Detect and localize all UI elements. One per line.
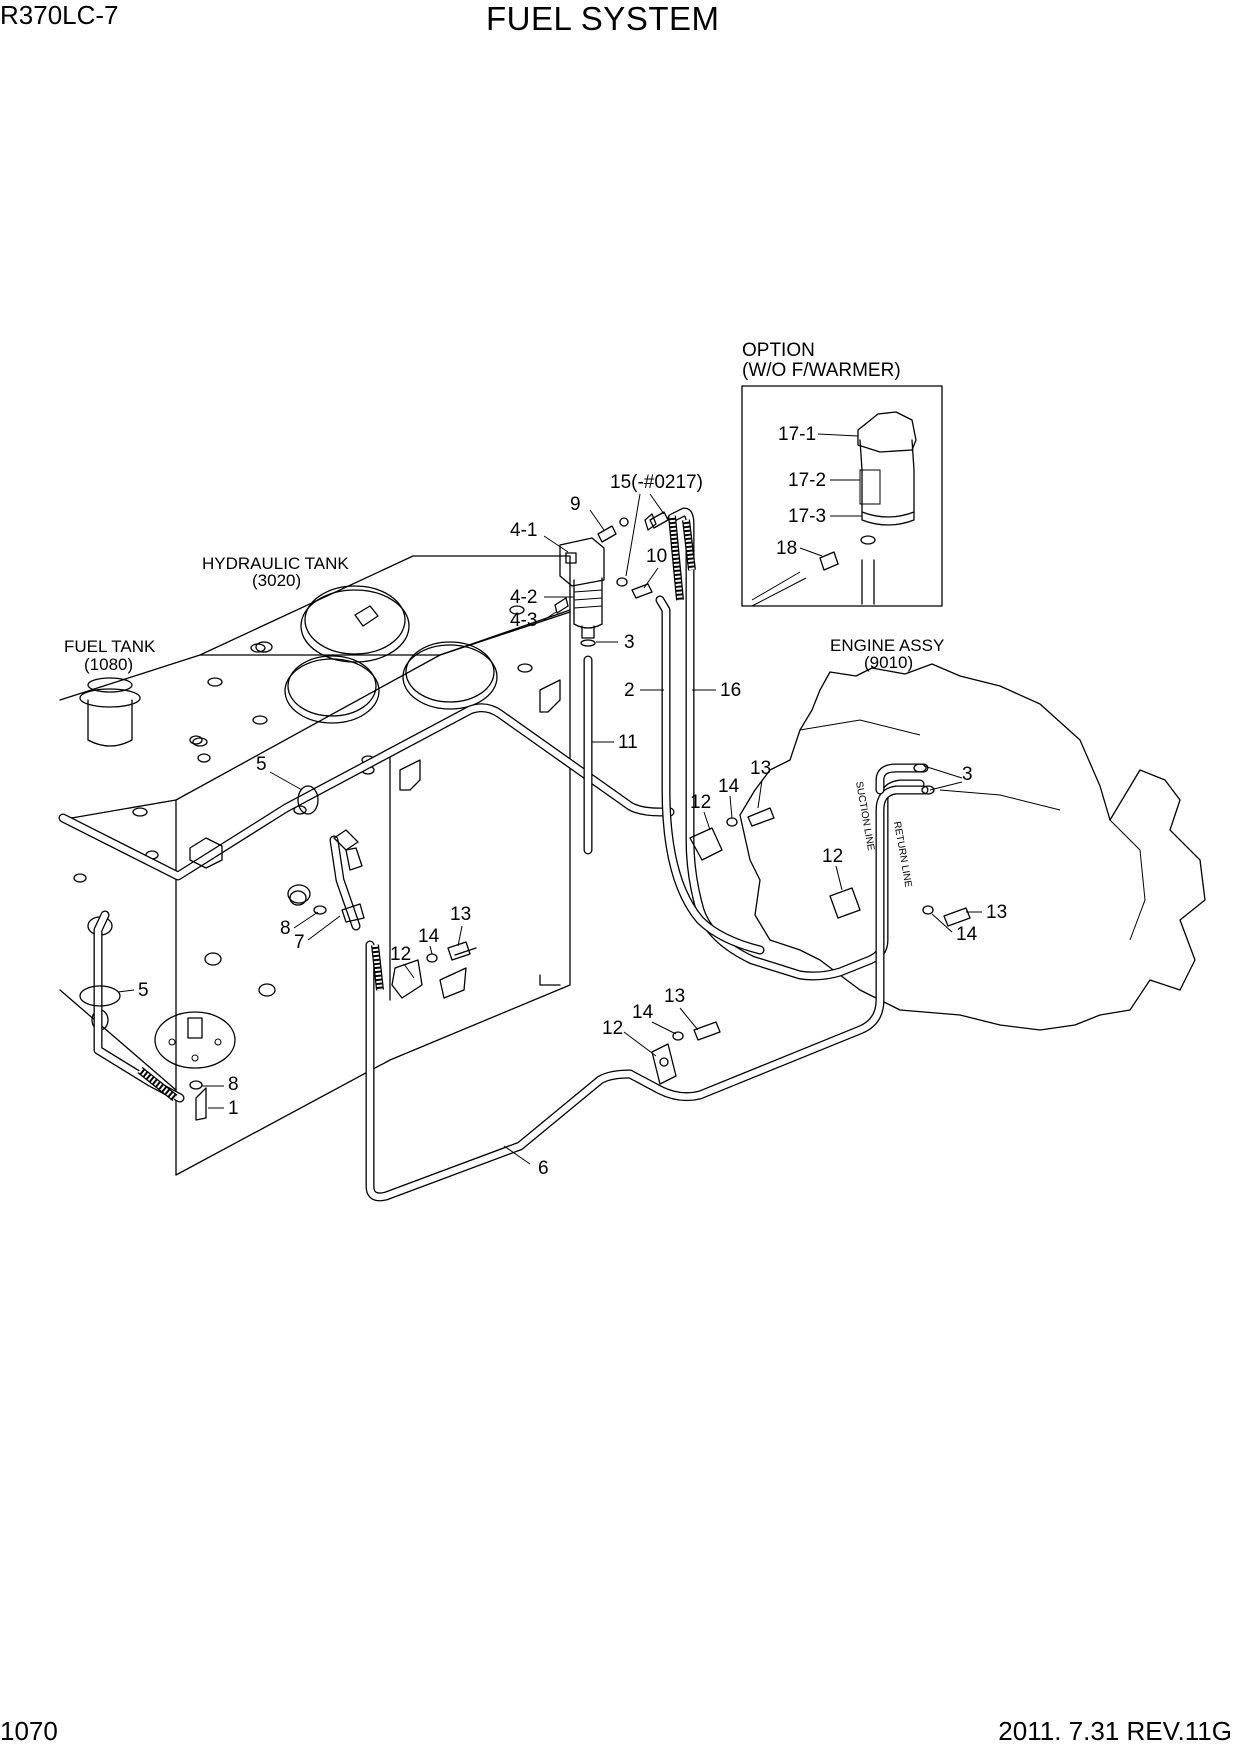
callout-17-3: 17-3 (788, 506, 826, 527)
option-subtitle: (W/O F/WARMER) (742, 360, 901, 381)
hydraulic-tank (145, 555, 571, 1176)
assembly-labels: FUEL TANK (1080) HYDRAULIC TANK (3020) E… (64, 340, 944, 889)
clamps (79, 763, 971, 1121)
page-number: 1070 (0, 1716, 58, 1746)
fittings-top (597, 511, 669, 599)
callout-14-tank: 14 (418, 926, 440, 947)
fuel-tank (59, 643, 441, 1176)
fuel-filter (554, 537, 605, 647)
callout-17-2: 17-2 (788, 470, 826, 491)
callout-7: 7 (294, 932, 305, 953)
engine-assy-label: ENGINE ASSY (830, 636, 944, 655)
callout-1: 1 (228, 1098, 239, 1119)
page-title: FUEL SYSTEM (486, 0, 720, 37)
hydraulic-tank-code: (3020) (252, 571, 301, 590)
callout-14-mid: 14 (718, 776, 740, 797)
callout-5-bottom: 5 (138, 980, 149, 1001)
callouts: 15(-#0217) 9 4-1 10 4-2 4-3 3 2 16 (117, 424, 1007, 1179)
callout-18: 18 (776, 538, 797, 559)
option-title: OPTION (742, 340, 815, 361)
callout-4-2: 4-2 (510, 587, 537, 608)
engine-assembly (739, 663, 1206, 1031)
callout-13-engine: 13 (986, 902, 1007, 923)
callout-15: 15(-#0217) (610, 472, 703, 493)
fuel-tank-label: FUEL TANK (64, 637, 156, 656)
callout-4-1: 4-1 (510, 520, 537, 541)
callout-13-bottom: 13 (664, 986, 685, 1007)
engine-assy-code: (9010) (864, 653, 913, 672)
hydraulic-tank-label: HYDRAULIC TANK (202, 554, 349, 573)
callout-2: 2 (624, 680, 635, 701)
callout-12-engine: 12 (822, 846, 843, 867)
callout-8-lower: 8 (228, 1074, 239, 1095)
callout-9: 9 (570, 494, 581, 515)
callout-16: 16 (720, 680, 741, 701)
option-box (741, 385, 943, 607)
suction-line-label: SUCTION LINE (853, 781, 876, 852)
callout-13-mid: 13 (750, 758, 771, 779)
callout-12-mid: 12 (690, 792, 711, 813)
callout-4-3: 4-3 (510, 610, 537, 631)
callout-12-tank: 12 (390, 944, 411, 965)
callout-3-engine: 3 (962, 764, 973, 785)
return-line-label: RETURN LINE (891, 821, 913, 889)
callout-11: 11 (618, 732, 638, 753)
fuel-lines (58, 507, 929, 1202)
callout-10: 10 (646, 546, 667, 567)
callout-3-filter: 3 (624, 632, 635, 653)
callout-17-1: 17-1 (778, 424, 816, 445)
callout-8-upper: 8 (280, 918, 291, 939)
callout-13-tank: 13 (450, 904, 471, 925)
callout-14-engine: 14 (956, 924, 978, 945)
callout-12-bottom: 12 (602, 1018, 623, 1039)
model-number: R370LC-7 (0, 0, 119, 30)
hoses (137, 515, 696, 1102)
fuel-tank-code: (1080) (84, 655, 133, 674)
callout-6: 6 (538, 1158, 549, 1179)
callout-14-bottom: 14 (632, 1002, 654, 1023)
callout-5-top: 5 (256, 754, 267, 775)
revision-date: 2011. 7.31 REV.11G (998, 1716, 1232, 1746)
